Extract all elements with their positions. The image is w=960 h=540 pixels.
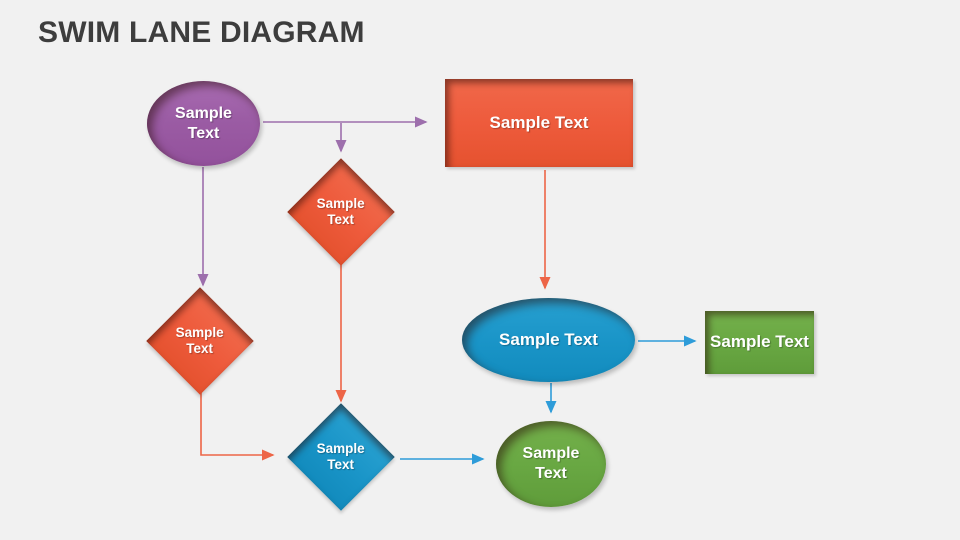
- page-title: SWIM LANE DIAGRAM: [38, 16, 365, 49]
- node-label: Sample Text: [175, 104, 232, 142]
- flow-node-task-rect: Sample Text: [705, 311, 814, 374]
- flow-node-start-ellipse: Sample Text: [147, 81, 260, 166]
- node-label: Sample Text: [489, 112, 589, 132]
- edge-decision2-to-decision3: [200, 389, 275, 461]
- node-label: Sample Text: [499, 329, 598, 349]
- node-label: Sample Text: [316, 195, 366, 227]
- node-label: Sample Text: [175, 324, 225, 356]
- node-label: Sample Text: [522, 445, 580, 482]
- flow-node-end-ellipse: Sample Text: [496, 421, 606, 507]
- flow-node-process-ellipse: Sample Text: [462, 298, 635, 382]
- flow-node-process-rect: Sample Text: [445, 79, 633, 167]
- node-label: Sample Text: [316, 440, 366, 472]
- node-label: Sample Text: [710, 332, 809, 352]
